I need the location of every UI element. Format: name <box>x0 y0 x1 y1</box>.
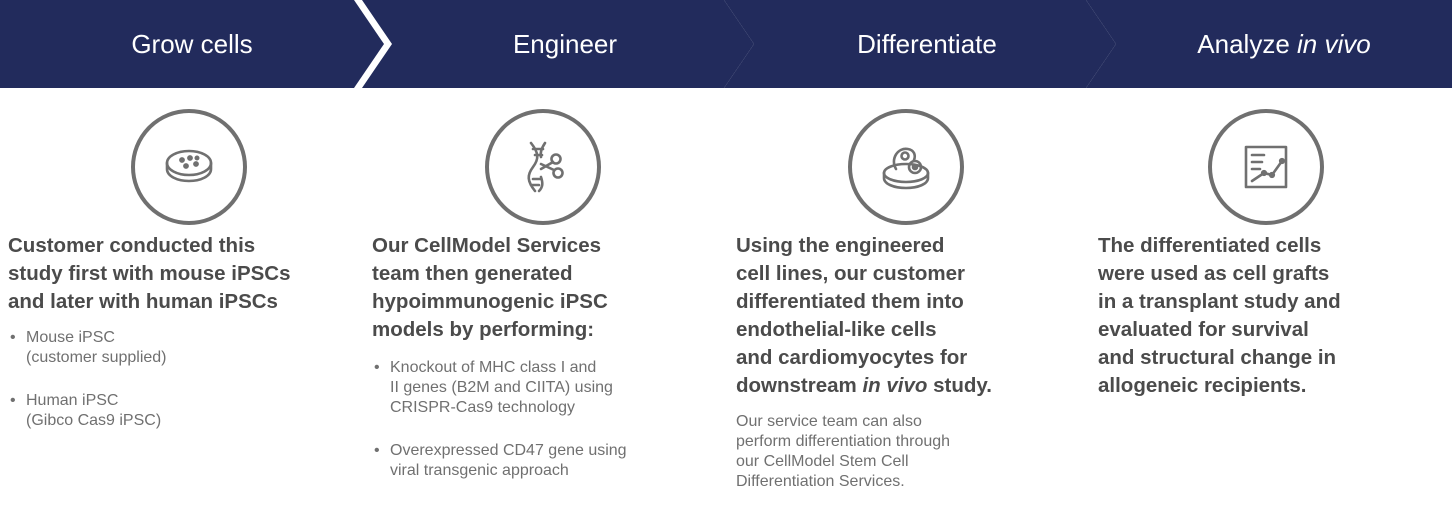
step-column-grow-cells: Customer conducted this study first with… <box>8 232 291 431</box>
line-chart-icon <box>1208 109 1324 225</box>
list-item: Mouse iPSC(customer supplied) <box>8 328 291 368</box>
step-column-engineer: Our CellModel Services team then generat… <box>372 232 627 481</box>
petri-dish-icon <box>131 109 247 225</box>
dna-scissors-icon <box>485 109 601 225</box>
step-title: Analyze in vivo <box>1197 28 1371 59</box>
step-column-analyze: The differentiated cells were used as ce… <box>1098 232 1341 400</box>
step-heading: Our CellModel Services team then generat… <box>372 234 608 341</box>
step-heading: Customer conducted this study first with… <box>8 234 291 313</box>
step-title-italic: in vivo <box>1297 28 1371 59</box>
bullet-list: Mouse iPSC(customer supplied) Human iPSC… <box>8 328 291 431</box>
step-banner-differentiate: Differentiate <box>724 0 1116 88</box>
step-heading: Using the engineered cell lines, our cus… <box>736 234 992 397</box>
step-title: Grow cells <box>131 28 253 59</box>
step-heading: The differentiated cells were used as ce… <box>1098 234 1341 397</box>
step-title: Differentiate <box>857 28 997 59</box>
differentiated-cell-dish-icon <box>848 109 964 225</box>
step-banner-grow-cells: Grow cells <box>0 0 384 88</box>
step-title: Engineer <box>512 28 618 59</box>
step-banner-analyze: Analyze in vivo <box>1086 0 1452 88</box>
list-item: Human iPSC(Gibco Cas9 iPSC) <box>8 391 291 431</box>
step-note: Our service team can also perform differ… <box>736 413 951 490</box>
step-column-differentiate: Using the engineered cell lines, our cus… <box>736 232 992 492</box>
step-banner-engineer: Engineer <box>362 0 754 88</box>
